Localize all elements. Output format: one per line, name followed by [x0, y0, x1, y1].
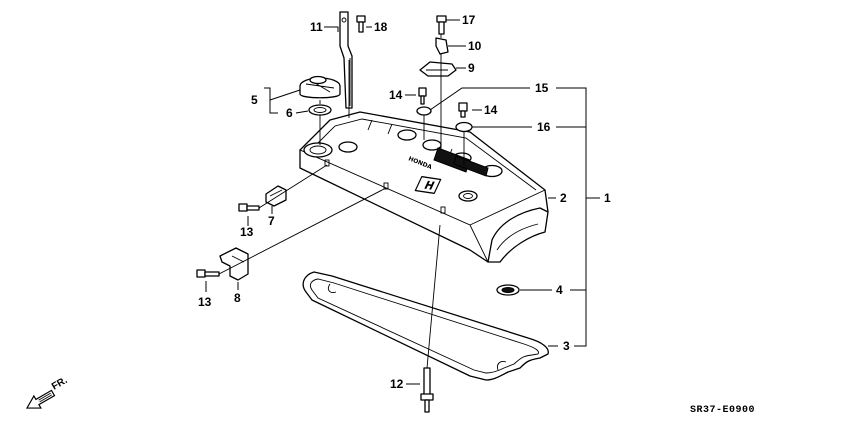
callout-11: 11: [310, 20, 323, 34]
callout-10: 10: [468, 39, 482, 53]
oil-cap-gasket: [308, 104, 332, 116]
seal-4: [496, 284, 520, 296]
grommet-7: [265, 185, 287, 207]
bolt-18: [356, 15, 366, 33]
callout-6: 6: [286, 106, 293, 120]
callout-17: 17: [462, 13, 476, 27]
callout-16: 16: [537, 120, 551, 134]
callout-2: 2: [560, 191, 567, 205]
callout-13-upper: 13: [240, 225, 254, 239]
callout-15: 15: [535, 81, 549, 95]
front-label: FR.: [50, 375, 70, 393]
bolt-17: [436, 15, 447, 35]
cap-nut-14-left: [418, 87, 427, 105]
callout-8: 8: [234, 291, 241, 305]
clamp-8: [219, 247, 249, 281]
callout-14-left: 14: [389, 88, 403, 102]
callout-1: 1: [604, 191, 611, 205]
front-arrow-icon: [25, 389, 56, 409]
callout-3: 3: [563, 339, 570, 353]
callout-18: 18: [374, 20, 388, 34]
drawing-code: SR37-E0900: [690, 405, 755, 416]
oil-filler-cap: [299, 75, 341, 99]
clamp-9: [419, 61, 457, 77]
head-cover: H HONDA: [299, 111, 549, 263]
callout-7: 7: [268, 214, 275, 228]
harness-bracket: [339, 11, 353, 109]
washer-16-right: [455, 121, 473, 133]
callout-4: 4: [556, 283, 563, 297]
cap-nut-14-right: [458, 102, 468, 118]
callout-12: 12: [390, 377, 404, 391]
callout-14-right: 14: [484, 103, 498, 117]
washer-16-left: [416, 106, 432, 116]
callout-9: 9: [468, 61, 475, 75]
callout-5: 5: [251, 93, 258, 107]
bolt-13-lower: [196, 269, 220, 278]
callouts: 11 18 5 6 7 13 8 13 17 10 9 14 14 15 16 …: [198, 13, 611, 391]
leader-lines: [205, 19, 600, 385]
callout-13-lower: 13: [198, 295, 212, 309]
stud-bolt-12: [420, 367, 434, 413]
front-direction-indicator: FR.: [25, 375, 70, 409]
head-cover-gasket: [302, 271, 549, 381]
bolt-13-upper: [238, 203, 260, 212]
bracket-10: [435, 37, 449, 55]
